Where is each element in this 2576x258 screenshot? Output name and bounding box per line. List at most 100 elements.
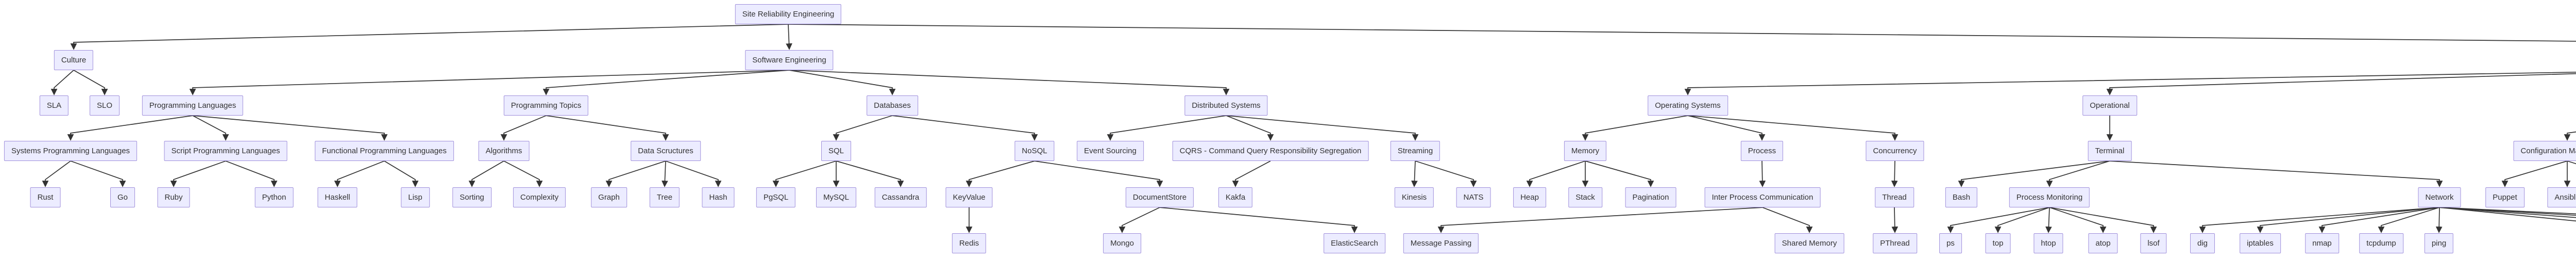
node-operating-systems: Operating Systems	[1648, 95, 1728, 116]
node-network: Network	[2418, 187, 2461, 207]
node-operational: Operational	[2082, 95, 2137, 116]
node-functional-programming-languages: Functional Programming Languages	[315, 141, 454, 161]
node-software-engineering: Software Engineering	[745, 50, 834, 70]
edge-documentstore-to-mongo	[1118, 207, 1160, 233]
edge-network-to-mtr	[2439, 207, 2576, 222]
node-dig: dig	[2190, 233, 2215, 253]
edge-distributed-systems-to-streaming	[1226, 115, 1419, 141]
node-ping: ping	[2424, 233, 2454, 253]
edge-data-structures-to-graph	[605, 160, 666, 187]
node-culture: Culture	[54, 50, 94, 70]
edge-network-to-airodump	[2439, 207, 2576, 215]
edge-programming-languages-to-systems-programming-languages	[67, 115, 193, 141]
node-graph: Graph	[591, 187, 627, 207]
node-distributed-systems: Distributed Systems	[1184, 95, 1268, 116]
edge-operating-systems-to-memory	[1582, 115, 1688, 141]
node-elasticsearch: ElasticSearch	[1324, 233, 1385, 253]
node-configuration-management: Configuration Management	[2513, 141, 2576, 161]
node-rust: Rust	[30, 187, 61, 207]
node-top: top	[1985, 233, 2011, 253]
edge-streaming-to-kinesis	[1411, 160, 1418, 187]
edge-script-programming-languages-to-python	[225, 160, 278, 187]
node-nmap: nmap	[2305, 233, 2339, 253]
node-mysql: MySQL	[816, 187, 857, 207]
edge-operations-to-operational	[2106, 73, 2576, 95]
edge-network-to-nmap	[2318, 207, 2440, 233]
node-documentstore: DocumentStore	[1125, 187, 1194, 207]
node-hash: Hash	[702, 187, 735, 207]
node-slo: SLO	[89, 95, 120, 116]
edge-sre-to-culture	[70, 24, 789, 50]
node-programming-languages: Programming Languages	[142, 95, 244, 116]
edge-memory-to-pagination	[1585, 160, 1654, 187]
edge-thread-to-pthread	[1891, 207, 1899, 233]
node-concurrency: Concurrency	[1866, 141, 1924, 161]
node-atop: atop	[2088, 233, 2118, 253]
edge-culture-to-slo	[73, 70, 108, 95]
edge-data-structures-to-tree	[662, 160, 668, 187]
node-htop: htop	[2033, 233, 2063, 253]
node-keyvalue: KeyValue	[945, 187, 993, 207]
node-nosql: NoSQL	[1014, 141, 1055, 161]
node-heap: Heap	[1513, 187, 1546, 207]
node-databases: Databases	[867, 95, 918, 116]
node-streaming: Streaming	[1390, 141, 1440, 161]
edge-culture-to-sla	[50, 70, 74, 95]
node-cqrs: CQRS - Command Query Responsibility Segr…	[1172, 141, 1369, 161]
node-data-structures: Data Scructures	[631, 141, 701, 161]
edge-programming-languages-to-functional-programming-languages	[192, 115, 388, 141]
edge-distributed-systems-to-cqrs	[1226, 115, 1274, 141]
edge-programming-topics-to-algorithms	[500, 115, 547, 141]
edge-distributed-systems-to-event-sourcing	[1107, 115, 1227, 141]
edge-inter-process-communication-to-shared-memory	[1762, 207, 1813, 233]
edge-functional-programming-languages-to-lisp	[384, 160, 419, 187]
node-algorithms: Algorithms	[478, 141, 530, 161]
node-pagination: Pagination	[1625, 187, 1676, 207]
edge-sre-to-software-engineering	[786, 24, 792, 50]
edge-terminal-to-network	[2109, 160, 2443, 187]
edge-network-to-iptables	[2257, 207, 2440, 233]
edge-memory-to-heap	[1526, 160, 1586, 187]
edge-configuration-management-to-puppet	[2501, 160, 2568, 187]
edge-infrastructure-as-code-to-configuration-management	[2564, 131, 2576, 141]
node-process-monitoring: Process Monitoring	[2009, 187, 2090, 207]
edge-sql-to-cassandra	[836, 160, 904, 187]
node-terminal: Terminal	[2088, 141, 2132, 161]
node-cassandra: Cassandra	[874, 187, 927, 207]
edge-network-to-airmon	[2439, 207, 2576, 216]
node-lsof: lsof	[2140, 233, 2167, 253]
edge-configuration-management-to-chef	[2567, 160, 2576, 165]
edge-process-monitoring-to-atop	[2049, 207, 2107, 233]
node-systems-programming-languages: Systems Programming Languages	[4, 141, 138, 161]
edge-process-monitoring-to-lsof	[2049, 207, 2157, 233]
node-mongo: Mongo	[1103, 233, 1141, 253]
node-complexity: Complexity	[513, 187, 566, 207]
edge-algorithms-to-complexity	[503, 160, 543, 187]
edge-sre-to-operations	[788, 24, 2576, 42]
node-tree: Tree	[649, 187, 680, 207]
edge-documentstore-to-elasticsearch	[1159, 207, 1358, 233]
node-sre: Site Reliability Engineering	[735, 4, 842, 24]
node-memory: Memory	[1564, 141, 1607, 161]
edge-algorithms-to-sorting	[468, 160, 504, 187]
edge-systems-programming-languages-to-rust	[42, 160, 71, 187]
edge-programming-languages-to-script-programming-languages	[192, 115, 229, 141]
node-event-sourcing: Event Sourcing	[1077, 141, 1144, 161]
node-shared-memory: Shared Memory	[1774, 233, 1844, 253]
node-inter-process-communication: Inter Process Communication	[1704, 187, 1821, 207]
node-stack: Stack	[1568, 187, 1602, 207]
edge-software-engineering-to-programming-languages	[189, 70, 790, 95]
edge-databases-to-sql	[833, 115, 893, 141]
node-puppet: Puppet	[2485, 187, 2524, 207]
node-pgsql: PgSQL	[756, 187, 796, 207]
edge-databases-to-nosql	[892, 115, 1038, 141]
edge-network-to-dig	[2199, 207, 2440, 233]
node-python: Python	[255, 187, 294, 207]
node-nats: NATS	[1456, 187, 1491, 207]
node-script-programming-languages: Script Programming Languages	[164, 141, 287, 161]
edge-network-to-tcpdump	[2378, 207, 2440, 233]
edge-nosql-to-documentstore	[1034, 160, 1163, 187]
edge-systems-programming-languages-to-go	[70, 160, 126, 187]
edge-streaming-to-nats	[1415, 160, 1477, 187]
